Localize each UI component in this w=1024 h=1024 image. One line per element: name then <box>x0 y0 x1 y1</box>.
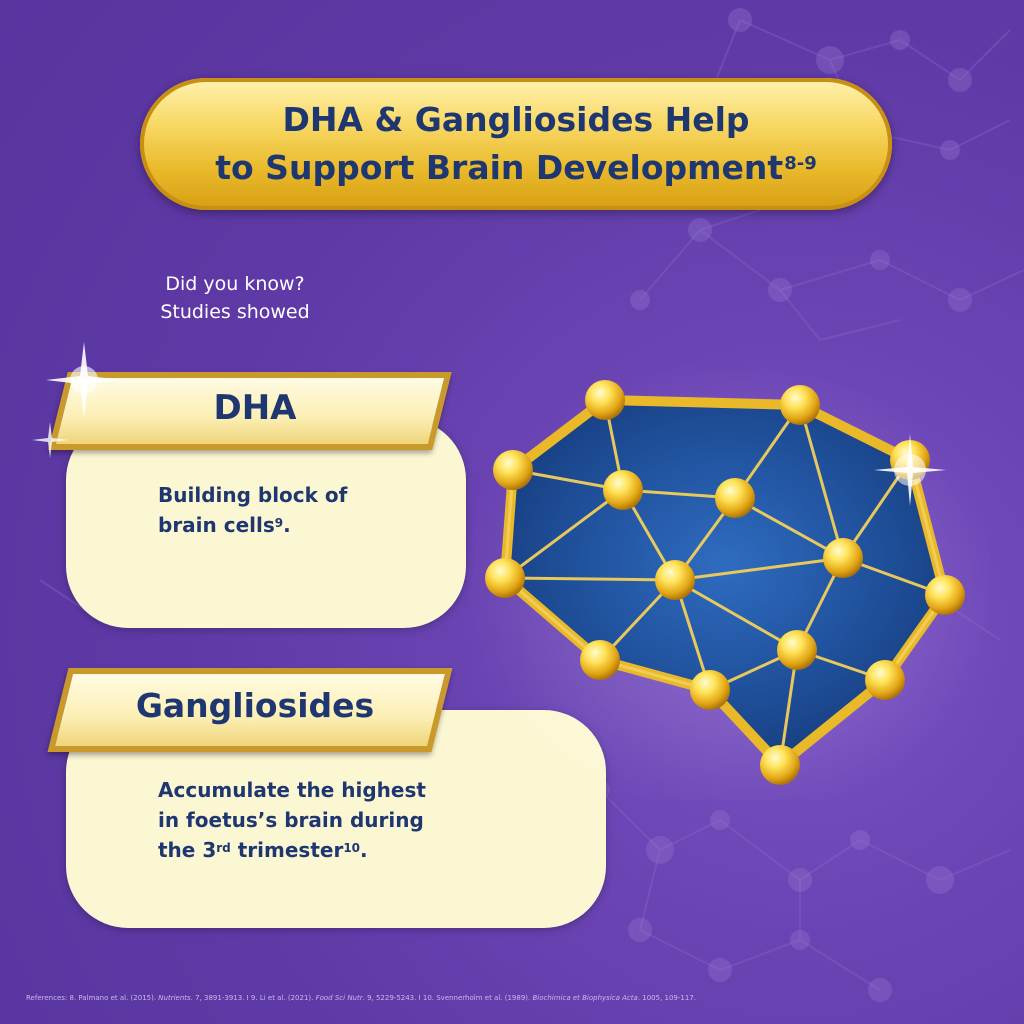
brain-network-icon <box>470 360 990 800</box>
dha-text-line-2-main: brain cells <box>158 513 275 537</box>
ref-8: 8. Palmano et al. (2015). <box>69 994 159 1002</box>
intro-line-1: Did you know? <box>165 273 305 295</box>
ref-9: 9. Li et al. (2021). <box>250 994 316 1002</box>
sparkle-icon <box>32 422 68 458</box>
ref-separator: I <box>244 994 251 1002</box>
ref-10-rest: . 1005, 109-117. <box>637 994 696 1002</box>
title-line-2-text: to Support Brain Development <box>215 148 784 187</box>
gangliosides-text-end: . <box>360 838 368 862</box>
ref-8-journal: Nutrients <box>158 994 191 1002</box>
references-footer: References: 8. Palmano et al. (2015). Nu… <box>26 992 1006 1004</box>
gangliosides-text-line-1: Accumulate the highest <box>158 778 426 802</box>
gangliosides-heading: Gangliosides <box>135 686 375 725</box>
references-label: References: <box>26 994 68 1002</box>
title-line-2: to Support Brain Development8-9 <box>140 144 892 192</box>
ref-separator: I <box>416 994 423 1002</box>
dha-text-line-2: brain cells9. <box>158 510 438 540</box>
ref-10-journal: Biochimica et Biophysica Acta <box>532 994 638 1002</box>
dha-card <box>66 418 466 628</box>
gangliosides-text-line-2: in foetus’s brain during <box>158 808 424 832</box>
title-superscript: 8-9 <box>784 153 817 174</box>
gangliosides-text-line-3: the 3rd trimester10. <box>158 835 578 865</box>
dha-superscript: 9 <box>274 516 284 530</box>
title-line-1: DHA & Gangliosides Help <box>282 100 750 139</box>
sparkle-icon <box>874 434 946 506</box>
ref-10: 10. Svennerholm et al. (1989). <box>422 994 533 1002</box>
sparkle-icon <box>46 342 122 418</box>
dha-text-end: . <box>283 513 291 537</box>
page-title: DHA & Gangliosides Help to Support Brain… <box>140 96 892 192</box>
ref-8-rest: . 7, 3891-3913. <box>190 994 245 1002</box>
title-pill <box>140 78 892 210</box>
gangliosides-description: Accumulate the highest in foetus’s brain… <box>158 775 578 865</box>
gangliosides-text-line-3-a: the 3 <box>158 838 217 862</box>
intro-text: Did you know? Studies showed <box>120 270 350 326</box>
gangliosides-ref-superscript: 10 <box>343 841 361 855</box>
gangliosides-ordinal-superscript: rd <box>216 841 231 855</box>
gangliosides-text-line-3-b: trimester <box>230 838 344 862</box>
ref-9-rest: . 9, 5229-5243. <box>362 994 417 1002</box>
intro-line-2: Studies showed <box>160 301 310 323</box>
dha-text-line-1: Building block of <box>158 483 348 507</box>
dha-heading: DHA <box>213 388 297 428</box>
dha-description: Building block of brain cells9. <box>158 480 438 540</box>
ref-9-journal: Food Sci Nutr <box>315 994 363 1002</box>
